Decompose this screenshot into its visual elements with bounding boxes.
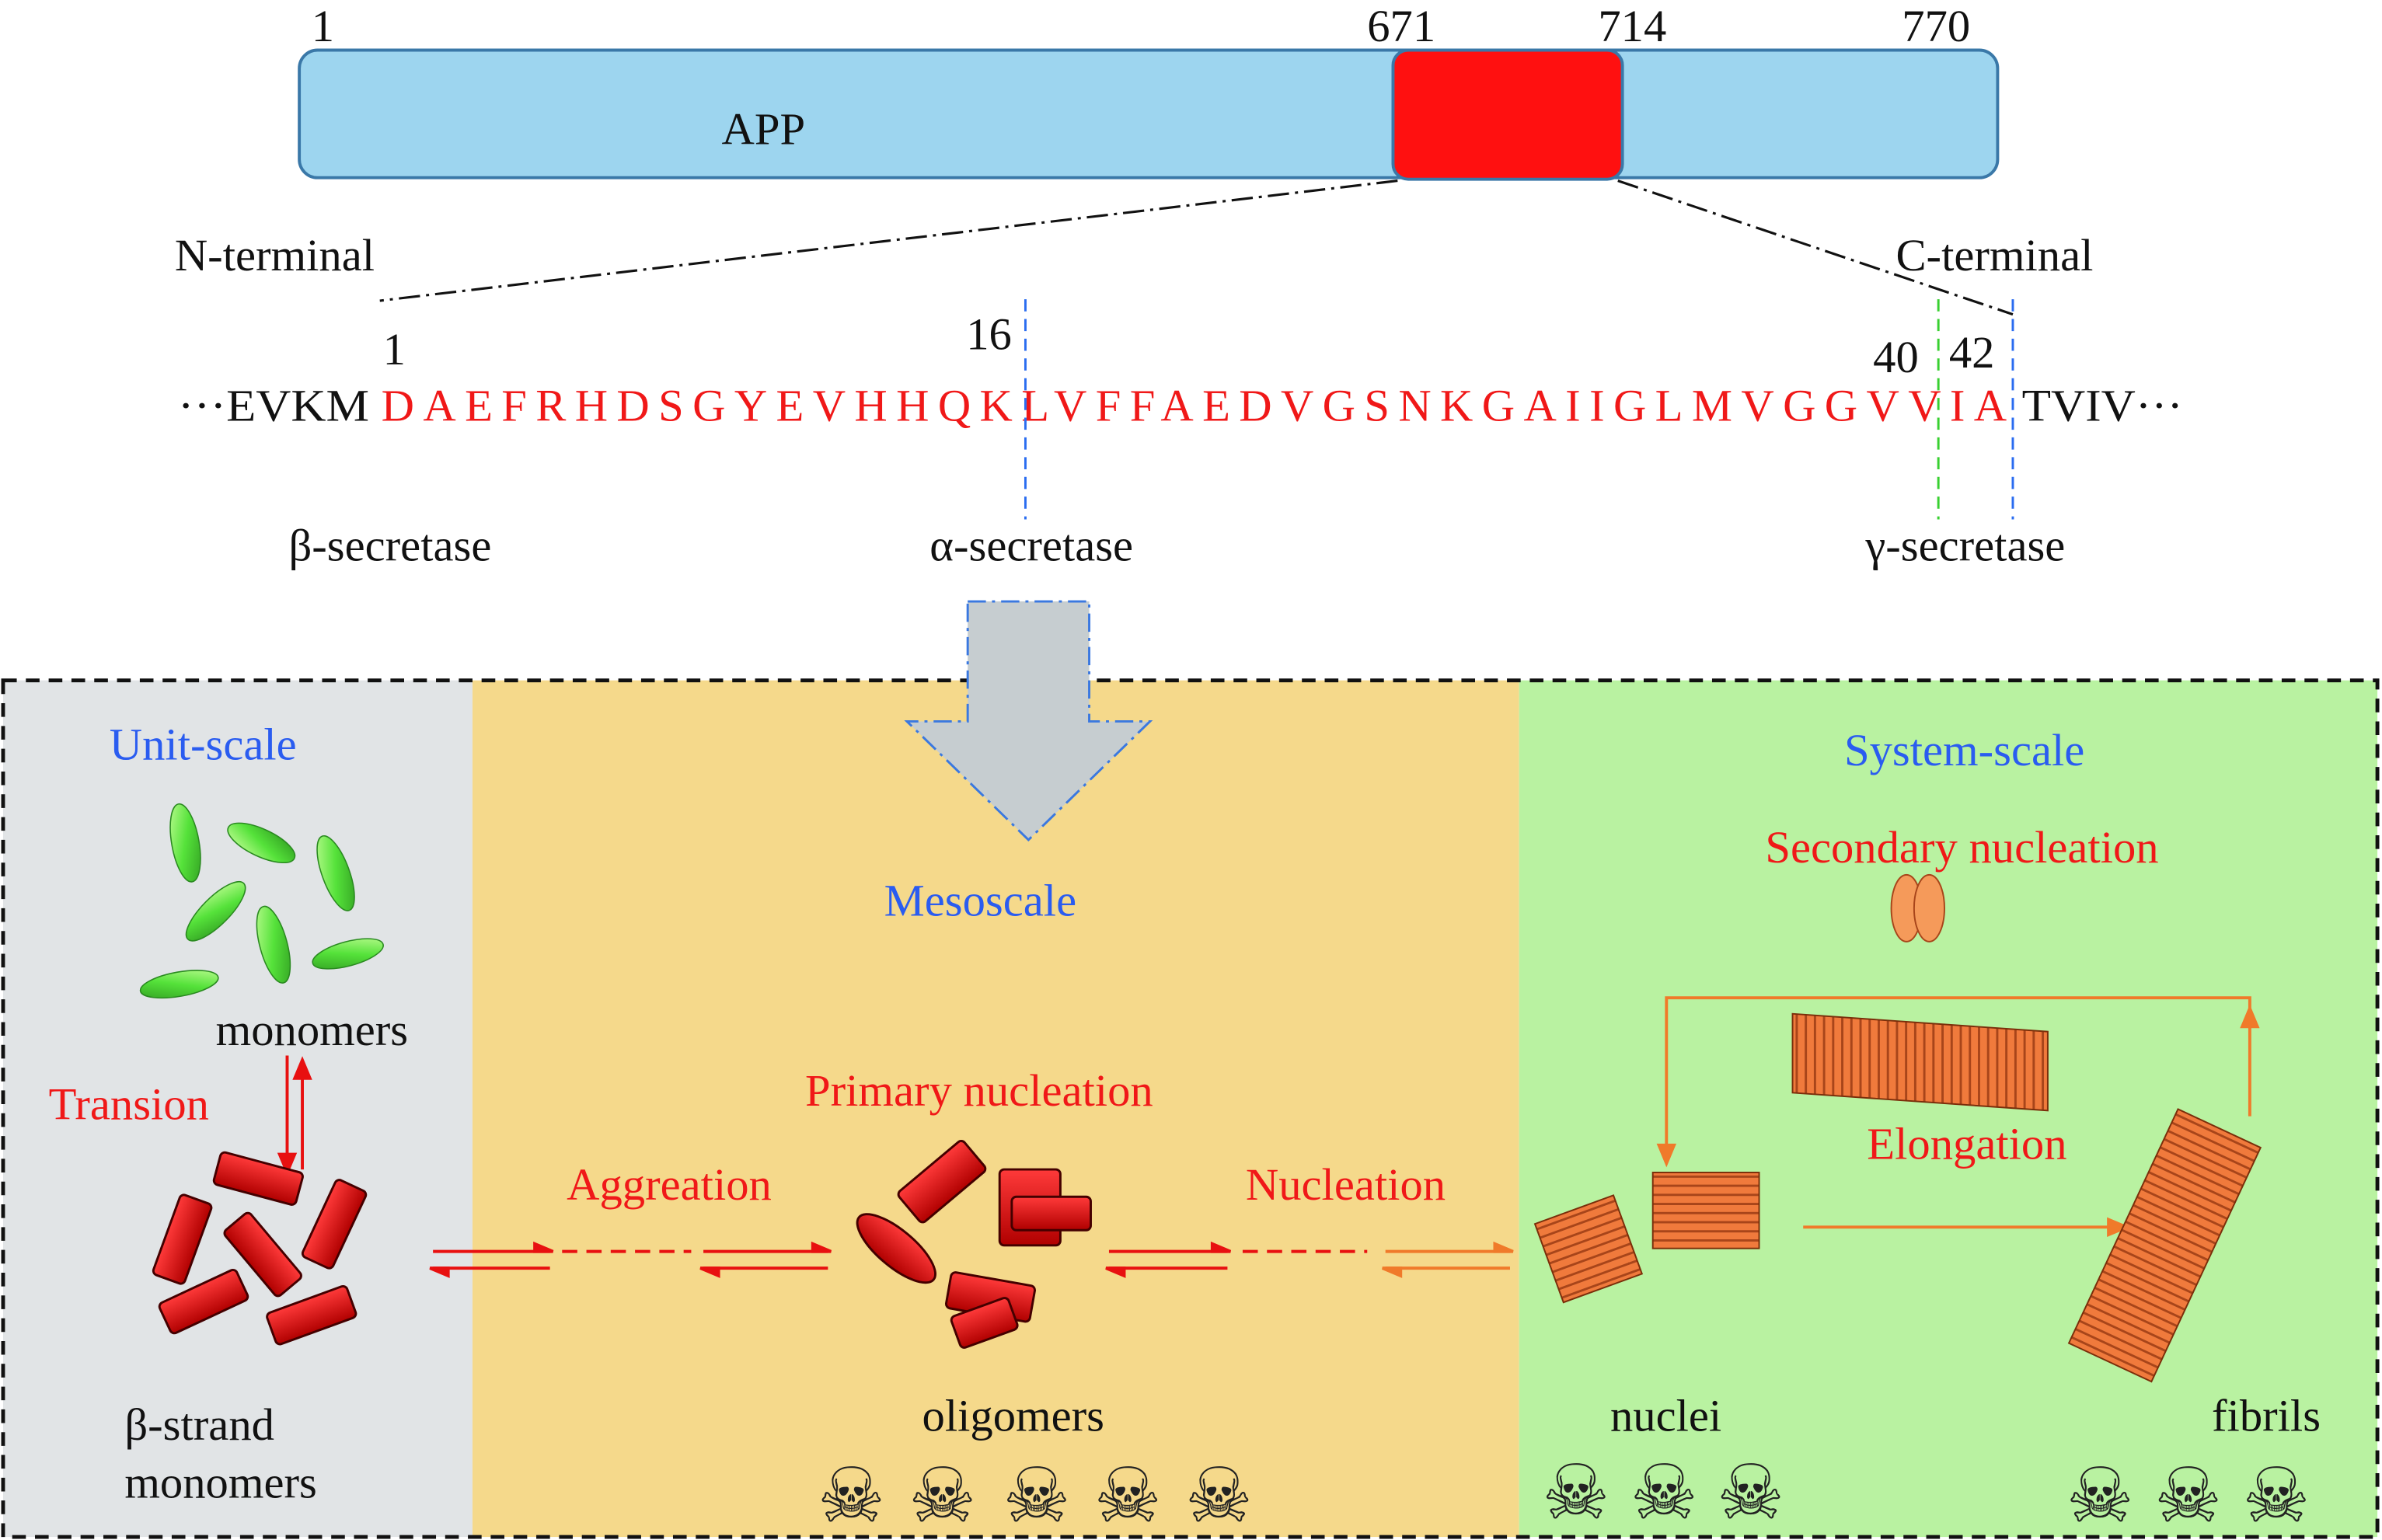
beta-strand-monomers [152, 1151, 368, 1346]
dashed-border [1, 678, 2380, 1539]
monomer-ellipses [139, 803, 384, 999]
nuclei-stacks [1533, 1172, 1760, 1304]
position-label: 714 [1598, 1, 1666, 51]
equilibrium-arrows [429, 1241, 1514, 1278]
mesoscale-panel [472, 680, 1519, 1538]
position-label: 1 [312, 1, 334, 51]
system-scale-panel [1519, 680, 2378, 1538]
abeta-sequence: DAEFRHDSGYEVHHQKLVFFAEDVGSNKGAIIGLMVGGVV… [382, 380, 2007, 430]
svg-text:☠: ☠ [1093, 1452, 1162, 1540]
position-label: 770 [1902, 1, 1970, 51]
c-terminal-label: C-terminal [1895, 230, 2093, 280]
beta-strand-label: β-strand [124, 1399, 274, 1450]
n-terminal-label: N-terminal [175, 230, 375, 280]
fibril-stack [2067, 1108, 2262, 1383]
secondary-nucleation-label: Secondary nucleation [1765, 822, 2158, 873]
oligomer-cluster [856, 1139, 1092, 1349]
position-label: 671 [1367, 1, 1435, 51]
zoom-line-left [379, 179, 1398, 302]
primary-nucleation-label: Primary nucleation [805, 1065, 1153, 1116]
unit-scale-label: Unit-scale [110, 719, 297, 769]
feedback-loop-arrow [1656, 996, 2260, 1238]
svg-text:☠: ☠ [1630, 1449, 1698, 1538]
elongation-label: Elongation [1867, 1118, 2066, 1169]
app-label: APP [722, 104, 806, 155]
nuclei-label: nuclei [1610, 1390, 1721, 1441]
monomers-label: monomers [216, 1005, 409, 1055]
abeta-region [1391, 48, 1624, 181]
svg-text:☠: ☠ [818, 1452, 886, 1540]
svg-text:☠: ☠ [2154, 1452, 2223, 1540]
residue-number: 16 [966, 309, 1012, 360]
svg-text:☠: ☠ [2066, 1452, 2134, 1540]
oligomers-label: oligomers [922, 1390, 1104, 1441]
transion-label: Transion [49, 1079, 209, 1130]
zoom-line-right [1617, 179, 2014, 316]
svg-text:☠: ☠ [2242, 1452, 2311, 1540]
alpha-secretase-label: α-secretase [929, 520, 1133, 570]
residue-number: 42 [1949, 327, 1995, 378]
toxicity-skull-icons: ☠☠☠☠☠ ☠☠☠ ☠☠☠ [818, 1449, 2311, 1540]
system-scale-label: System-scale [1844, 725, 2084, 775]
secondary-nucleation-fibril [1791, 873, 2049, 1112]
fibrils-label: fibrils [2212, 1390, 2321, 1441]
residue-number: 40 [1873, 332, 1919, 382]
mesoscale-label: Mesoscale [884, 876, 1076, 926]
aggreation-label: Aggreation [567, 1159, 772, 1210]
nucleation-label: Nucleation [1246, 1159, 1446, 1210]
sequence-prefix: ···EVKM [178, 380, 369, 430]
residue-number: 1 [383, 324, 406, 375]
svg-text:☠: ☠ [909, 1452, 977, 1540]
svg-text:☠: ☠ [1185, 1452, 1254, 1540]
beta-secretase-label: β-secretase [288, 520, 491, 570]
svg-text:☠: ☠ [1003, 1452, 1071, 1540]
svg-text:☠: ☠ [1542, 1449, 1610, 1538]
beta-strand-monomers-label: monomers [124, 1457, 317, 1507]
sequence-suffix: TVIV··· [2022, 380, 2183, 430]
transition-arrows [277, 1055, 312, 1177]
app-protein-bar: APP 1 671 714 770 [298, 1, 2000, 181]
gamma-secretase-label: γ-secretase [1864, 520, 2065, 570]
svg-text:☠: ☠ [1717, 1449, 1785, 1538]
